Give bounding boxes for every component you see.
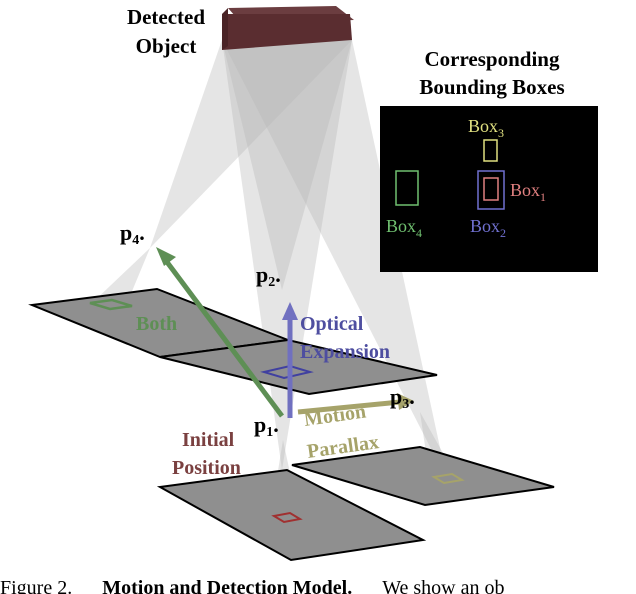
object-label-line1: Detected [127,5,205,29]
frustum-p1 [222,40,352,470]
point-p2: p2. [256,262,281,290]
plane-box-initial [271,511,303,524]
inset-box4 [395,170,419,206]
object-side-face [222,8,228,50]
inset-box3 [483,139,498,162]
label-both: Both [136,313,177,335]
point-p3: p3. [390,384,415,412]
frustum-p2 [222,40,352,290]
label-expansion: Expansion [300,341,390,363]
arrow-motion-parallax [297,393,414,415]
label-box1: Box1 [510,180,546,204]
label-position: Position [172,457,241,479]
image-plane-p3 [291,445,555,507]
label-initial: Initial [182,429,235,451]
arrow-both [156,247,285,418]
frustum-p4 [150,40,352,248]
inset-box2 [477,170,505,210]
label-box2: Box2 [470,216,506,240]
plane-box-both [89,298,133,311]
label-motion: Motion [303,401,368,431]
object-front-face [222,14,352,50]
point-p1: p1. [254,412,279,440]
plane-box-optical [260,364,314,380]
detected-object [222,6,354,50]
inset-title-line1: Corresponding [425,47,560,71]
frustum-p4-down [90,248,150,308]
object-label-line2: Object [136,34,197,58]
plane-box-parallax [431,472,465,485]
inset-panel [380,106,598,272]
figure-caption: Figure 2.Motion and Detection Model.We s… [0,577,504,594]
inset-title-line2: Bounding Boxes [419,75,564,99]
label-box4: Box4 [386,216,422,240]
inset-box1 [483,177,499,201]
label-box3: Box3 [468,116,504,140]
arrow-optical-expansion [282,302,298,418]
label-optical: Optical [300,313,364,335]
point-p4: p4. [120,220,145,248]
